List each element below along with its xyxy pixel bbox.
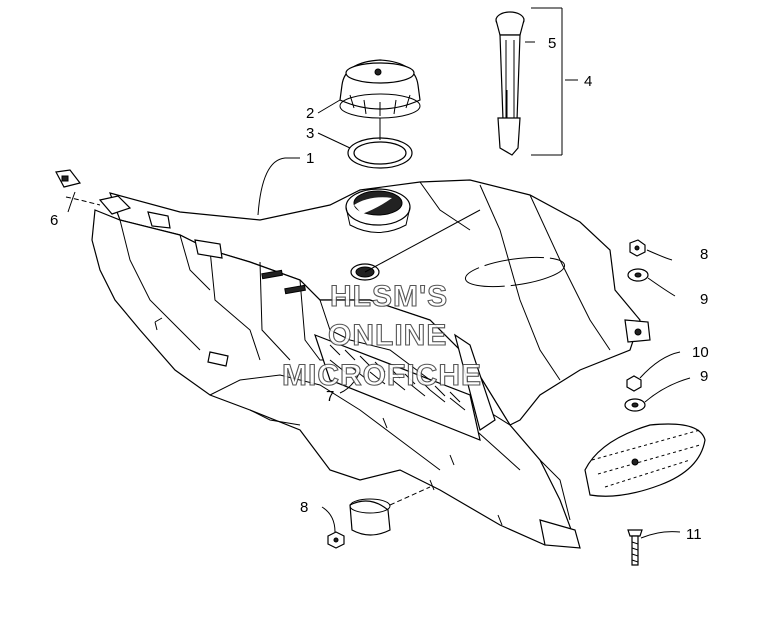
callout-8a: 8	[700, 246, 708, 263]
fuel-tank	[91, 179, 651, 549]
bracket-4	[531, 7, 563, 156]
hardware-right	[584, 239, 706, 566]
callout-10: 10	[692, 344, 709, 361]
callout-3: 3	[306, 125, 314, 142]
leader-tank-port	[364, 209, 481, 273]
gasket	[347, 137, 413, 169]
watermark-line-2: ONLINE	[328, 319, 447, 352]
callout-4: 4	[584, 73, 592, 90]
watermark-line-1: HLSM'S	[330, 280, 448, 313]
callout-7: 7	[326, 388, 334, 405]
leader-1	[257, 157, 300, 216]
callout-8b: 8	[300, 499, 308, 516]
clip-part	[55, 169, 101, 213]
callout-5: 5	[548, 35, 556, 52]
callout-9a: 9	[700, 291, 708, 308]
hardware-bottom	[321, 486, 431, 549]
leader-3	[317, 132, 351, 149]
callout-9b: 9	[700, 368, 708, 385]
leader-7	[339, 371, 361, 394]
fuel-gauge-sender	[495, 11, 525, 156]
callout-11: 11	[686, 526, 702, 543]
callout-6: 6	[50, 212, 58, 229]
callout-2: 2	[306, 105, 314, 122]
leader-2	[317, 99, 341, 114]
gas-cap	[339, 59, 421, 119]
callout-1: 1	[306, 150, 314, 167]
watermark: HLSM'S ONLINE MICROFICHE	[281, 279, 482, 392]
watermark-line-3: MICROFICHE	[282, 359, 482, 392]
